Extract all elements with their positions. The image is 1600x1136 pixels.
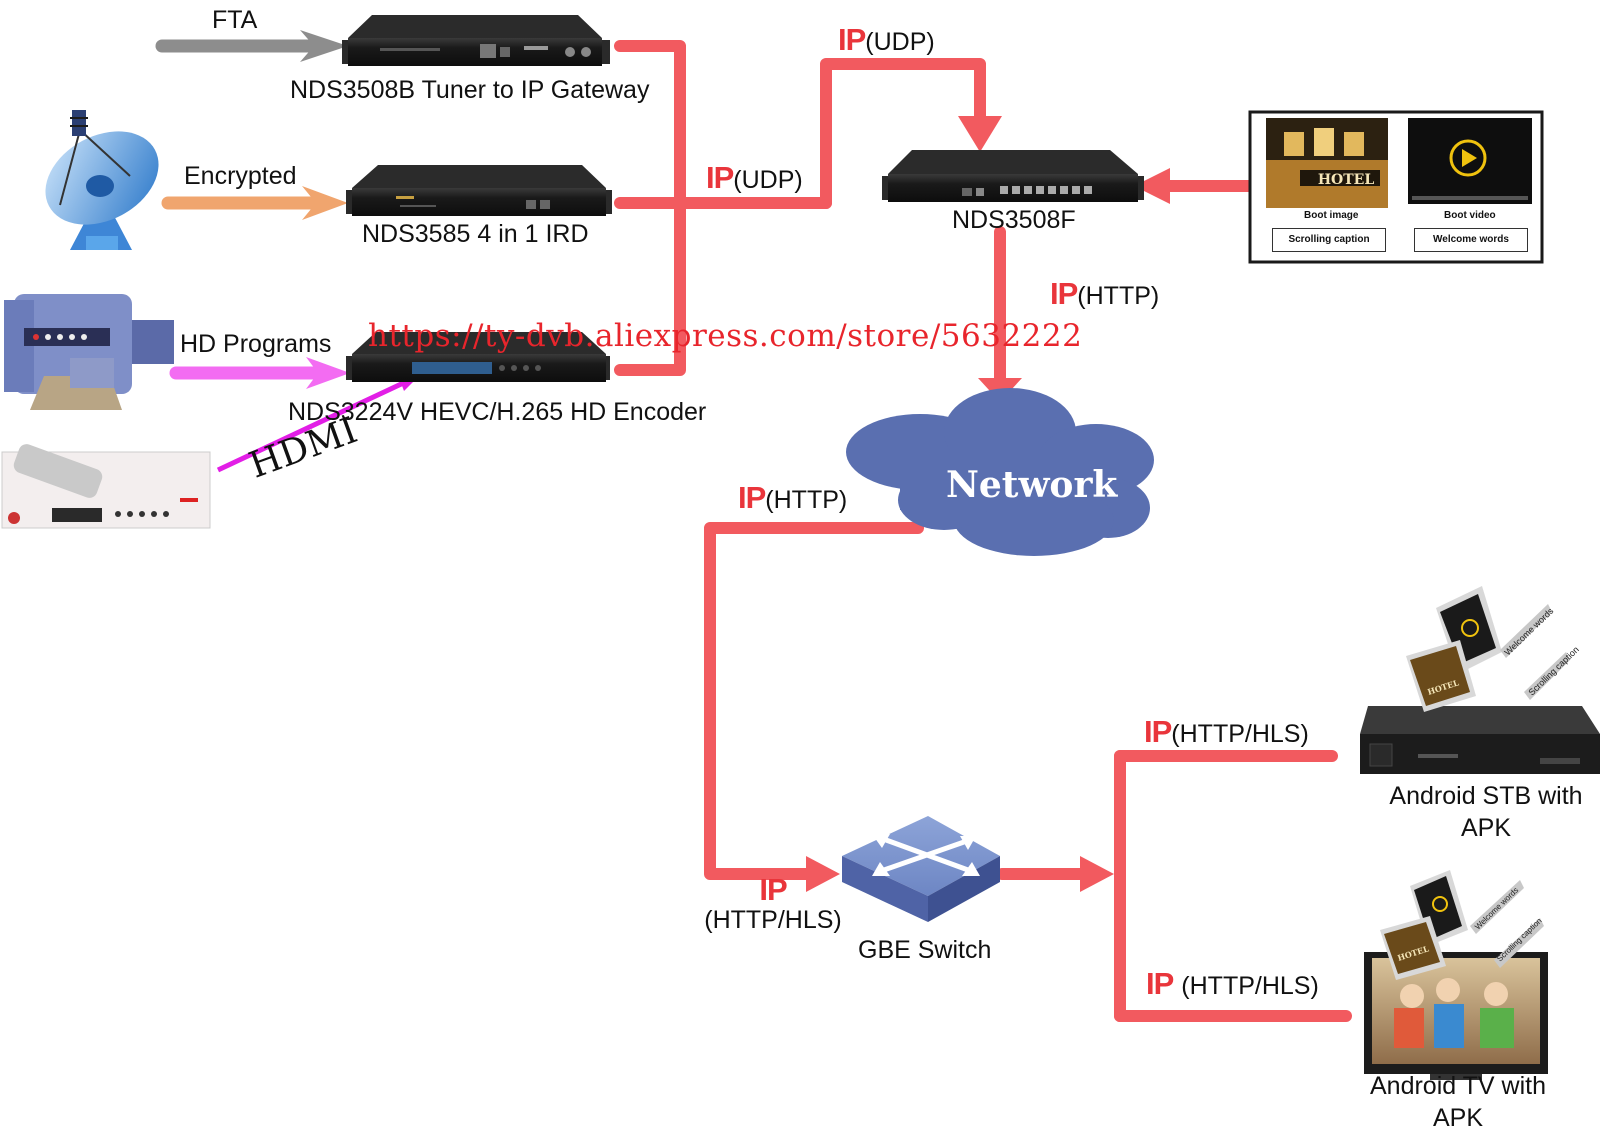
protocol-text: (HTTP/HLS) xyxy=(1181,972,1319,1000)
android-stb-label: Android STB with APK xyxy=(1376,780,1596,844)
boot-video-thumbnail xyxy=(1408,118,1532,204)
nds3585-ird-device xyxy=(346,165,612,216)
hotel-boot-image xyxy=(1266,118,1388,208)
gbe-switch-label: GBE Switch xyxy=(858,936,992,964)
nds3508f-label: NDS3508F xyxy=(952,206,1076,234)
android-tv-label-line1: Android TV with xyxy=(1369,1072,1546,1100)
nds3508b-gateway-device xyxy=(342,15,610,66)
hotel-sign-text: HOTEL xyxy=(1318,172,1375,188)
ip-text: IP xyxy=(759,872,787,907)
boot-image-label: Boot image xyxy=(1304,210,1359,221)
network-label: Network xyxy=(946,464,1118,506)
scrolling-caption-box: Scrolling caption xyxy=(1272,228,1386,252)
ip-http-left-label: IP(HTTP) xyxy=(738,480,847,516)
boot-video-label: Boot video xyxy=(1444,210,1496,221)
ird-label: NDS3585 4 in 1 IRD xyxy=(362,220,589,248)
stb-welcome-words-text: Welcome words xyxy=(1502,606,1555,658)
protocol-text: (HTTP/HLS) xyxy=(704,906,842,934)
android-tv-label: Android TV with APK xyxy=(1360,1070,1556,1134)
protocol-text: (HTTP) xyxy=(1077,282,1160,310)
android-stb-device xyxy=(1360,586,1600,774)
watermark-url: https://ty-dvb.aliexpress.com/store/5632… xyxy=(368,318,1083,354)
ip-hls-stb-label: IP(HTTP/HLS) xyxy=(1144,714,1309,750)
android-tv-device xyxy=(1364,870,1548,1080)
play-icon xyxy=(1449,139,1487,177)
hd-programs-arrow xyxy=(169,357,350,389)
stb-scrolling-caption-text: Scrolling caption xyxy=(1526,644,1580,697)
ip-text: IP xyxy=(1144,714,1172,749)
ip-text: IP xyxy=(1146,966,1174,1001)
stb-menu-cards xyxy=(1406,586,1570,712)
gateway-label: NDS3508B Tuner to IP Gateway xyxy=(290,76,650,104)
ip-udp-top-label: IP(UDP) xyxy=(838,22,935,58)
protocol-text: (HTTP/HLS) xyxy=(1171,720,1309,748)
protocol-text: (HTTP) xyxy=(765,486,848,514)
nds3508f-device xyxy=(882,150,1144,202)
encoder-label: NDS3224V HEVC/H.265 HD Encoder xyxy=(288,398,707,426)
camera-icon xyxy=(4,294,174,410)
protocol-text: (UDP) xyxy=(733,166,803,194)
encrypted-arrow xyxy=(161,186,348,220)
hd-programs-label: HD Programs xyxy=(180,330,332,358)
connection-lines xyxy=(614,40,1352,1022)
ip-text: IP xyxy=(706,160,734,195)
network-cloud xyxy=(846,388,1154,556)
ip-udp-mid-label: IP(UDP) xyxy=(706,160,803,196)
ip-text: IP xyxy=(738,480,766,515)
ip-text: IP xyxy=(838,22,866,57)
receiver-icon xyxy=(1,444,211,529)
encrypted-label: Encrypted xyxy=(184,162,297,190)
fta-arrow xyxy=(155,30,348,62)
switch-icon xyxy=(842,816,1000,922)
ip-hls-switch-label: IP (HTTP/HLS) xyxy=(698,872,848,935)
tv-menu-cards xyxy=(1380,870,1544,980)
android-tv-label-line2: APK xyxy=(1432,1104,1484,1132)
android-stb-label-line2: APK xyxy=(1460,814,1512,842)
ip-text: IP xyxy=(1050,276,1078,311)
satellite-dish-icon xyxy=(45,110,159,250)
android-stb-label-line1: Android STB with xyxy=(1389,782,1583,810)
ip-http-right-label: IP(HTTP) xyxy=(1050,276,1159,312)
tv-welcome-words-text: Welcome words xyxy=(1473,886,1520,932)
nds3224v-encoder-device xyxy=(346,332,610,382)
protocol-text: (UDP) xyxy=(865,28,935,56)
welcome-words-box: Welcome words xyxy=(1414,228,1528,252)
ip-hls-tv-label: IP(HTTP/HLS) xyxy=(1146,966,1319,1002)
fta-label: FTA xyxy=(212,6,258,34)
